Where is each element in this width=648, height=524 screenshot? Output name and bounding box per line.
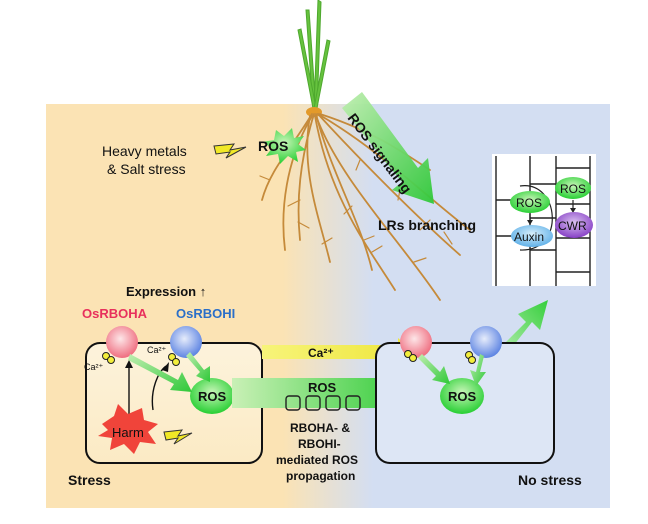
inset-cwr xyxy=(555,212,593,238)
inset-ros-2 xyxy=(555,177,591,199)
ca-channels-nostress xyxy=(404,350,476,364)
inset-arrowhead-2 xyxy=(570,208,576,213)
inset-cwr-label: CWR xyxy=(558,219,587,233)
inset-ros-2-label: ROS xyxy=(560,182,586,196)
ros-stress-cell xyxy=(190,378,234,414)
arrowhead-harm-1 xyxy=(125,360,133,368)
ca-channels-stress xyxy=(102,352,180,366)
rboha-protein-stress xyxy=(106,326,138,358)
expression-label: Expression ↑ xyxy=(126,284,206,299)
harm-lightning-icon xyxy=(163,429,193,445)
arrowhead-harm-2 xyxy=(162,362,169,372)
green-arrow-rbohi-ros xyxy=(186,352,210,382)
stress-panel-label: Stress xyxy=(68,472,111,488)
lateral-roots xyxy=(259,159,453,263)
osrboha-label: OsRBOHA xyxy=(82,306,148,321)
inset-ros-1 xyxy=(510,191,550,213)
lrs-branching-label: LRs branching xyxy=(378,217,476,233)
ros-signaling-arrow xyxy=(342,92,434,204)
inset-arrowhead-1 xyxy=(527,220,533,225)
ros-stress-cell-label: ROS xyxy=(198,389,227,404)
propagation-caption-4: propagation xyxy=(286,469,355,483)
star-burst-icon xyxy=(262,128,306,164)
stress-source-line2: & Salt stress xyxy=(107,161,186,177)
plasmodesmata-squares xyxy=(285,395,361,411)
nostress-panel-label: No stress xyxy=(518,472,582,488)
ros-propagation-arrow xyxy=(232,370,416,416)
inset-auxin-label: Auxin xyxy=(514,230,544,244)
ros-top-label: ROS xyxy=(258,138,288,154)
ros-nostress-cell-label: ROS xyxy=(448,389,477,404)
ca-small-label-1: Ca²⁺ xyxy=(84,362,104,372)
green-arrow-nostress-1 xyxy=(418,354,450,384)
osrbohi-label: OsRBOHI xyxy=(176,306,235,321)
ca-small-label-2: Ca²⁺ xyxy=(147,345,167,355)
ca-propagation-label: Ca²⁺ xyxy=(308,346,334,360)
propagation-caption-3: mediated ROS xyxy=(276,453,358,467)
ros-propagation-label: ROS xyxy=(308,380,337,395)
lightning-icon xyxy=(213,143,247,159)
inset-ros-1-label: ROS xyxy=(516,196,542,210)
green-arrow-nostress-2 xyxy=(470,354,486,386)
inset-auxin xyxy=(511,225,553,247)
harm-label: Harm xyxy=(112,425,144,440)
ros-nostress-cell xyxy=(440,378,484,414)
rbohi-protein-nostress xyxy=(470,326,502,358)
plant-shoot xyxy=(297,0,331,111)
root-system xyxy=(261,113,471,301)
harm-burst-icon xyxy=(98,404,158,454)
green-arrow-rboha-ros xyxy=(128,354,192,392)
propagation-caption-1: RBOHA- & xyxy=(290,421,350,435)
rbohi-protein-stress xyxy=(170,326,202,358)
stress-source-line1: Heavy metals xyxy=(102,143,187,159)
propagation-caption-2: RBOHI- xyxy=(298,437,341,451)
